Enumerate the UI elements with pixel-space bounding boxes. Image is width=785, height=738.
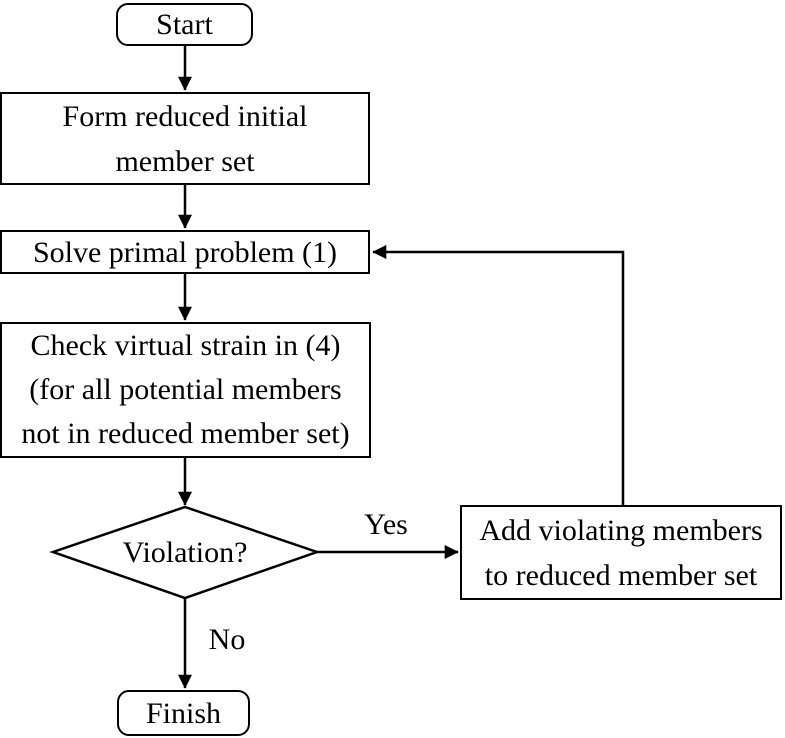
solve-node-label: Solve primal problem (1) [32, 235, 338, 269]
decision-node-label: Violation? [122, 535, 248, 569]
check-node-line2: (for all potential members [29, 373, 342, 406]
start-node: Start [116, 3, 253, 46]
finish-node-label: Finish [145, 696, 222, 730]
yes-edge-label: Yes [364, 508, 408, 541]
add-node-line2: to reduced member set [484, 558, 758, 592]
no-edge-label: No [208, 623, 246, 656]
start-node-label: Start [156, 8, 213, 41]
add-members-node: Add violating members to reduced member … [460, 505, 782, 600]
decision-diamond [49, 505, 321, 600]
check-node-line1: Check virtual strain in (4) [30, 329, 341, 362]
solve-primal-node: Solve primal problem (1) [0, 230, 370, 274]
form-node-line2: member set [115, 144, 255, 178]
arrow-add-to-solve-feedback [372, 245, 625, 505]
decision-node-label-wrap: Violation? [53, 507, 317, 598]
form-node-line1: Form reduced initial [62, 99, 308, 133]
finish-node: Finish [117, 690, 250, 736]
form-reduced-set-node: Form reduced initial member set [0, 92, 370, 185]
check-strain-node: Check virtual strain in (4) (for all pot… [0, 322, 371, 458]
check-node-line3: not in reduced member set) [21, 417, 350, 450]
add-node-line1: Add violating members [479, 513, 763, 547]
